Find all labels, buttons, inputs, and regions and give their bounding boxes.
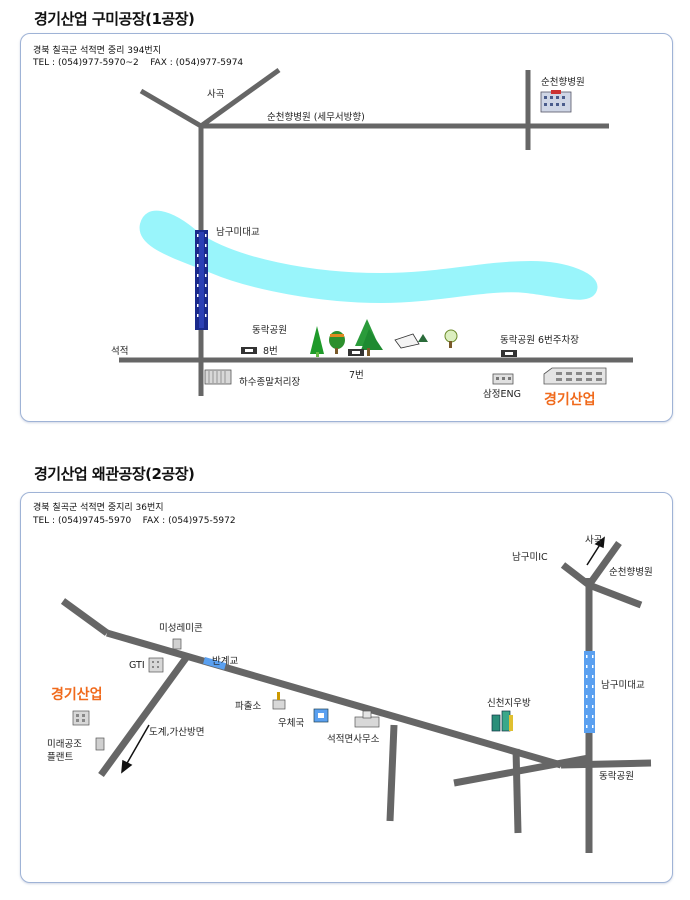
roads bbox=[60, 540, 652, 853]
section-title-factory1: 경기산업 구미공장(1공장) bbox=[34, 10, 195, 28]
police-icon bbox=[272, 692, 286, 710]
road-to-sagok-right bbox=[199, 67, 281, 129]
label-park: 동락공원 bbox=[599, 771, 634, 782]
road-to-dogye bbox=[98, 655, 189, 778]
label-seokjeok: 석적 bbox=[111, 346, 129, 357]
label-gti: GTI bbox=[129, 660, 145, 671]
label-bus7: 7번 bbox=[349, 370, 364, 381]
roads bbox=[119, 67, 633, 396]
road-hospital bbox=[587, 581, 643, 609]
label-park: 동락공원 bbox=[252, 325, 287, 336]
sewage-plant-icon bbox=[204, 369, 232, 385]
label-sewage: 하수종말처리장 bbox=[239, 377, 301, 388]
bridge-namgumi bbox=[195, 230, 208, 330]
bridge-bangye bbox=[203, 657, 227, 670]
river bbox=[139, 210, 598, 304]
map-factory1 bbox=[119, 67, 633, 396]
label-direction: 도계,가산방면 bbox=[149, 727, 205, 738]
label-police: 파출소 bbox=[235, 701, 262, 712]
apartment-icon bbox=[491, 710, 513, 732]
post-office-icon bbox=[313, 708, 329, 723]
label-apartment: 신천지우방 bbox=[487, 698, 531, 709]
misung-icon bbox=[172, 638, 182, 650]
map-factory2 bbox=[60, 536, 652, 853]
label-mirae: 미래공조 플랜트 bbox=[47, 739, 82, 763]
label-samjeong: 삼정ENG bbox=[483, 389, 521, 400]
road-main-diagonal bbox=[106, 629, 562, 769]
label-bus8: 8번 bbox=[263, 346, 278, 357]
company-icon bbox=[72, 710, 90, 726]
address-text: 경북 칠곡군 석적면 중지리 36번지 bbox=[33, 503, 164, 513]
map-panel-factory1: 경북 칠곡군 석적면 중리 394번지 TEL : (054)977-5970~… bbox=[20, 33, 673, 422]
label-misung: 미성레미콘 bbox=[159, 623, 203, 634]
road-office-south bbox=[386, 724, 398, 822]
samjeong-building-icon bbox=[492, 373, 514, 385]
hospital-icon bbox=[540, 90, 572, 113]
company-building-icon bbox=[543, 367, 607, 385]
label-bridge: 남구미대교 bbox=[601, 680, 645, 691]
label-company: 경기산업 bbox=[51, 687, 103, 703]
road-park-south bbox=[512, 748, 522, 834]
road-left-top bbox=[60, 598, 110, 636]
label-hospital-road: 순천향병원 (세무서방향) bbox=[267, 112, 365, 123]
road-ic-right bbox=[586, 540, 622, 588]
office-icon bbox=[354, 710, 380, 728]
arrow-sagok-icon bbox=[586, 536, 605, 566]
contact-text: TEL : (054)977-5970~2 FAX : (054)977-597… bbox=[33, 58, 244, 68]
label-hospital: 순천향병원 bbox=[609, 567, 653, 578]
section-title-factory2: 경기산업 왜관공장(2공장) bbox=[34, 465, 195, 483]
gti-icon bbox=[148, 657, 164, 673]
label-sagok: 사곡 bbox=[207, 89, 225, 100]
road-park-east bbox=[560, 759, 652, 769]
label-sagok: 사곡 bbox=[585, 535, 603, 546]
park-facility-icon bbox=[241, 333, 517, 357]
map-panel-factory2: 경북 칠곡군 석적면 중지리 36번지 TEL : (054)9745-5970… bbox=[20, 492, 673, 883]
label-company: 경기산업 bbox=[544, 392, 596, 408]
address-text: 경북 칠곡군 석적면 중리 394번지 bbox=[33, 46, 161, 56]
arrow-dogye-icon bbox=[121, 724, 150, 774]
contact-text: TEL : (054)9745-5970 FAX : (054)975-5972 bbox=[33, 516, 236, 526]
bridge-namgumi bbox=[584, 651, 595, 733]
label-hospital: 순천향병원 bbox=[541, 77, 585, 88]
mirae-icon bbox=[95, 737, 105, 751]
label-ic: 남구미IC bbox=[512, 552, 548, 563]
label-office: 석적면사무소 bbox=[327, 734, 380, 745]
tree-icon bbox=[310, 319, 458, 357]
label-post: 우체국 bbox=[278, 718, 305, 729]
road-to-sagok-left bbox=[139, 88, 203, 129]
label-parking6: 동락공원 6번주차장 bbox=[500, 335, 579, 346]
label-bangye: 반계교 bbox=[212, 656, 239, 667]
label-bridge: 남구미대교 bbox=[216, 227, 260, 238]
road-ic-left bbox=[560, 562, 592, 588]
